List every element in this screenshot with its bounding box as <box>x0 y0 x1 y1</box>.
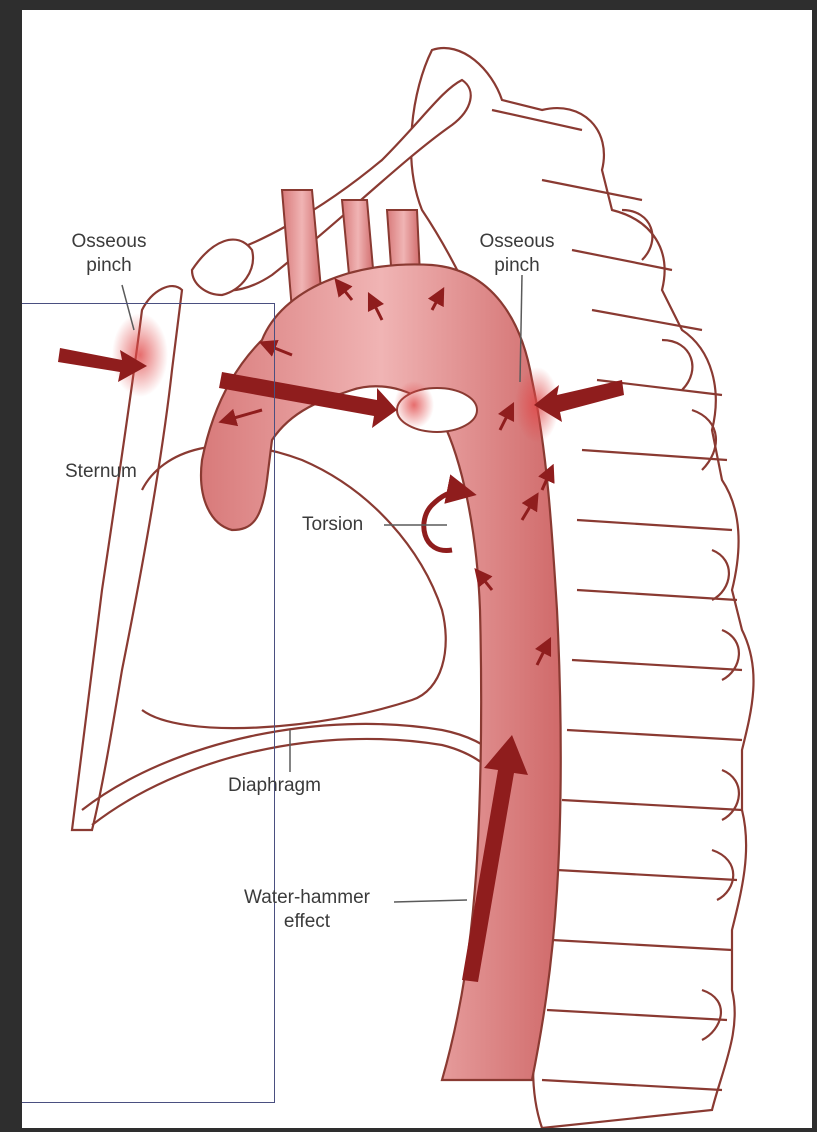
selection-rectangle[interactable] <box>22 303 275 1103</box>
label-osseous-pinch-right: Osseous pinch <box>462 230 572 278</box>
label-osseous-pinch-right-line2: pinch <box>462 254 572 278</box>
label-sternum: Sternum <box>65 460 137 484</box>
label-osseous-pinch-right-line1: Osseous <box>462 230 572 254</box>
label-water-hammer-line2: effect <box>222 910 392 934</box>
label-osseous-pinch-left-line1: Osseous <box>54 230 164 254</box>
label-osseous-pinch-left: Osseous pinch <box>54 230 164 278</box>
diagram-canvas: Osseous pinch Osseous pinch Sternum Tors… <box>22 10 812 1128</box>
label-torsion: Torsion <box>302 513 363 537</box>
torsion-arrow <box>424 492 462 551</box>
label-water-hammer-line1: Water-hammer <box>222 886 392 910</box>
label-diaphragm: Diaphragm <box>228 774 321 798</box>
label-osseous-pinch-left-line2: pinch <box>54 254 164 278</box>
label-water-hammer: Water-hammer effect <box>222 886 392 934</box>
spine <box>411 48 753 1128</box>
